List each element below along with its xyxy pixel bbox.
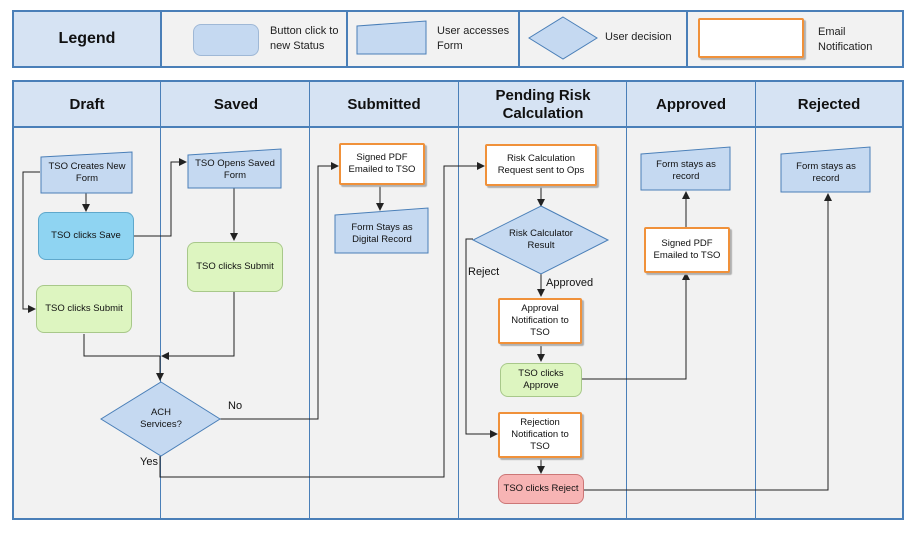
lane-rejected-header: Rejected — [797, 96, 861, 113]
form-shape — [40, 151, 133, 194]
legend-divider — [518, 12, 520, 66]
decision-shape — [100, 381, 221, 457]
legend-form-swatch — [356, 20, 427, 55]
rejected-form-record-node: Form stays as record — [796, 161, 856, 184]
tso-clicks-save-button[interactable]: TSO clicks Save — [38, 212, 134, 260]
rejection-notification-email: Rejection Notification to TSO — [498, 412, 582, 458]
legend-email-label: Email Notification — [818, 26, 873, 53]
edge-label-approved: Approved — [546, 277, 594, 289]
form-shape — [640, 146, 731, 191]
lane-divider — [755, 82, 756, 518]
legend-divider — [346, 12, 348, 66]
legend-decision-label: User decision — [605, 31, 672, 43]
signed-pdf-email-submitted: Signed PDF Emailed to TSO — [339, 143, 425, 185]
approved-form-record-node: Form stays as record — [656, 159, 716, 182]
legend-divider — [686, 12, 688, 66]
lane-divider — [309, 82, 310, 518]
approval-notification-email: Approval Notification to TSO — [498, 298, 582, 344]
tso-opens-saved-form-node: TSO Opens Saved Form — [195, 158, 275, 181]
edge-label-reject: Reject — [468, 266, 500, 278]
legend-button-swatch — [193, 24, 259, 56]
lane-submitted-header: Submitted — [347, 96, 421, 113]
form-shape — [780, 146, 871, 193]
lane-divider — [160, 82, 161, 518]
legend-form-label: User accesses Form — [437, 25, 510, 52]
form-digital-record-node: Form Stays as Digital Record — [351, 222, 413, 245]
lane-divider — [626, 82, 627, 518]
tso-creates-form-node: TSO Creates New Form — [48, 161, 126, 184]
risk-calculation-request-email: Risk Calculation Request sent to Ops — [485, 144, 597, 186]
edge-label-no: No — [228, 400, 243, 412]
tso-clicks-reject-button[interactable]: TSO clicks Reject — [498, 474, 584, 504]
lane-divider — [458, 82, 459, 518]
form-shape — [334, 207, 429, 254]
legend-title: Legend — [14, 12, 160, 66]
lane-draft-header: Draft — [69, 96, 105, 113]
legend-divider — [160, 12, 162, 66]
legend-button-label: Button click to new Status — [270, 25, 339, 52]
risk-calculator-result-decision: Risk Calculator Result — [509, 228, 573, 251]
decision-shape — [472, 205, 610, 275]
legend-decision-swatch — [528, 16, 598, 60]
legend-email-swatch — [698, 18, 804, 58]
lane-saved-header: Saved — [213, 96, 259, 113]
form-shape — [187, 148, 282, 189]
lane-approved-header: Approved — [655, 96, 726, 113]
edge-label-yes: Yes — [140, 456, 158, 468]
signed-pdf-email-approved: Signed PDF Emailed to TSO — [644, 227, 730, 273]
tso-clicks-approve-button[interactable]: TSO clicks Approve — [500, 363, 582, 397]
saved-submit-button[interactable]: TSO clicks Submit — [187, 242, 283, 292]
lane-pending-risk-header: Pending Risk Calculation — [495, 87, 591, 122]
ach-services-decision: ACH Services? — [140, 407, 182, 430]
draft-submit-button[interactable]: TSO clicks Submit — [36, 285, 132, 333]
